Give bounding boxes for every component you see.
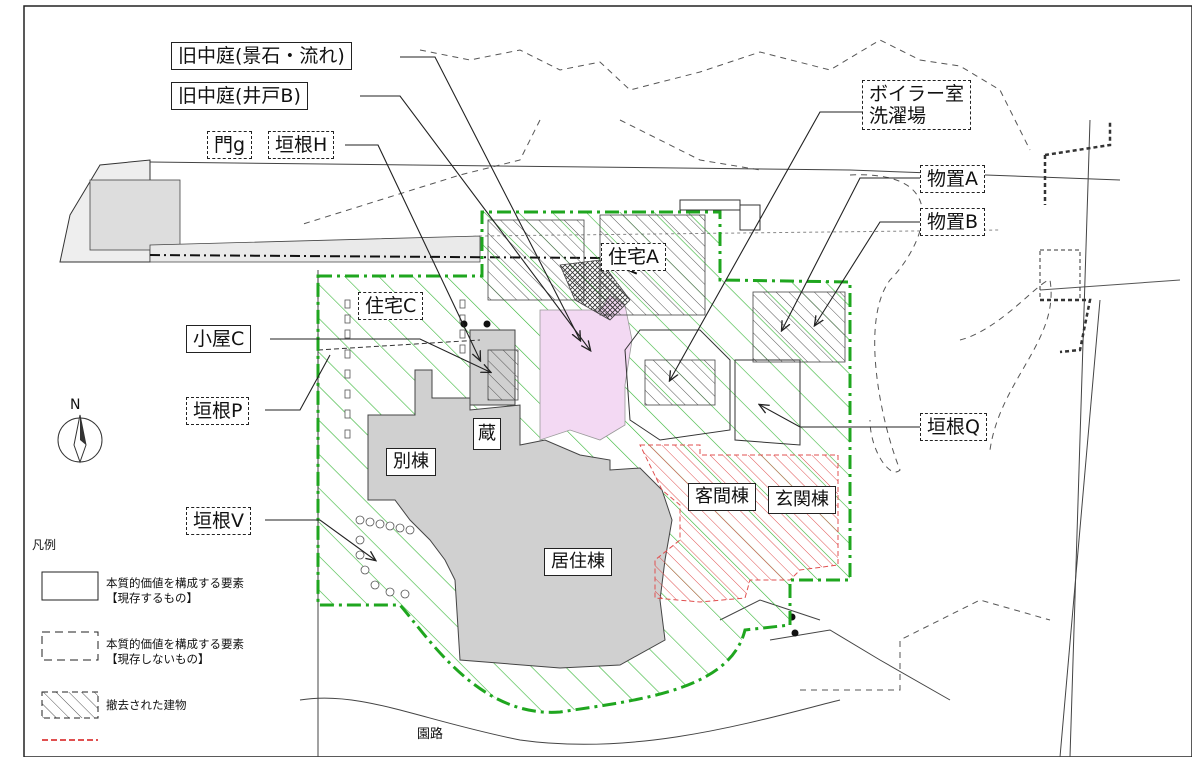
label-monooki-b: 物置B xyxy=(920,208,986,236)
label-boiler-room: ボイラー室 洗濯場 xyxy=(862,80,972,130)
label-kakine-v: 垣根V xyxy=(186,507,251,535)
map-border xyxy=(23,5,1192,757)
label-jutaku-a: 住宅A xyxy=(601,243,666,271)
label-jutaku-c: 住宅C xyxy=(358,292,424,320)
label-bettou: 別棟 xyxy=(386,448,436,476)
label-kyakuma: 客間棟 xyxy=(688,483,756,511)
legend-item-nonexisting-line1: 本質的価値を構成する要素 xyxy=(106,637,244,651)
legend-item-nonexisting: 本質的価値を構成する要素 【現存しないもの】 xyxy=(106,637,244,667)
legend-item-existing-line1: 本質的価値を構成する要素 xyxy=(106,576,244,590)
label-genkan: 玄関棟 xyxy=(768,486,836,514)
legend-item-nonexisting-line2: 【現存しないもの】 xyxy=(106,652,210,666)
label-kakine-h: 垣根H xyxy=(268,131,335,159)
legend-symbols xyxy=(41,571,99,741)
structure-outlines xyxy=(317,120,1112,605)
north-arrow-icon xyxy=(57,414,103,464)
label-kyu-nakaniwa-ido: 旧中庭(井戸B) xyxy=(171,82,308,110)
legend-title: 凡例 xyxy=(32,538,57,552)
stepping-stones xyxy=(344,299,466,599)
label-boiler-line2: 洗濯場 xyxy=(869,105,927,127)
label-kura: 蔵 xyxy=(473,418,501,450)
label-koya-c: 小屋C xyxy=(186,325,252,353)
north-label: N xyxy=(70,397,81,413)
legend-item-existing: 本質的価値を構成する要素 【現存するもの】 xyxy=(106,576,244,606)
label-kakine-p: 垣根P xyxy=(186,397,250,425)
left-garden-strip xyxy=(59,159,641,276)
courtyard-area xyxy=(539,294,633,441)
label-kyoju: 居住棟 xyxy=(544,548,612,576)
label-kyu-nakaniwa-keiseki: 旧中庭(景石・流れ) xyxy=(171,42,352,70)
removed-buildings xyxy=(487,214,846,406)
label-mon-g: 門g xyxy=(207,131,253,159)
legend-item-removed: 撤去された建物 xyxy=(106,698,187,713)
label-monooki-a: 物置A xyxy=(920,165,985,193)
label-kakine-q: 垣根Q xyxy=(920,413,987,441)
leader-lines xyxy=(265,56,920,560)
label-boiler-line1: ボイラー室 xyxy=(869,83,965,105)
heritage-boundary xyxy=(316,210,852,714)
legend-item-removed-line1: 撤去された建物 xyxy=(106,698,187,712)
legend-item-existing-line2: 【現存するもの】 xyxy=(106,591,198,605)
label-enro: 園路 xyxy=(415,727,446,743)
